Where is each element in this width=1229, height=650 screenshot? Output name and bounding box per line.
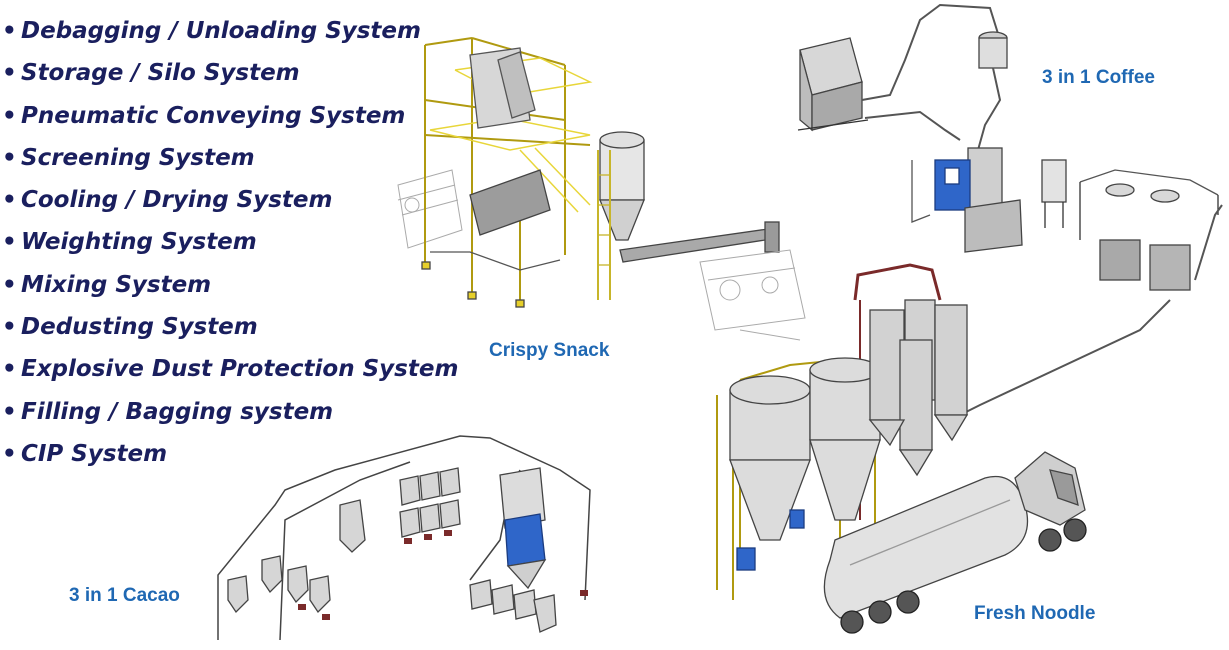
systems-list-item: •Pneumatic Conveying System xyxy=(0,99,458,141)
systems-list-label: Filling / Bagging system xyxy=(21,398,334,425)
cacao-illustration xyxy=(217,435,591,641)
systems-list-item: •CIP System xyxy=(0,437,458,479)
crispy-snack-illustration xyxy=(397,37,806,341)
systems-list-item: •Filling / Bagging system xyxy=(0,395,458,437)
systems-list-label: Weighting System xyxy=(21,229,257,256)
bullet-icon: • xyxy=(2,102,17,129)
caption-3-in-1-cacao: 3 in 1 Cacao xyxy=(69,585,180,606)
bullet-icon: • xyxy=(2,60,17,87)
systems-list: •Debagging / Unloading System •Storage /… xyxy=(0,14,458,479)
coffee-illustration xyxy=(797,3,1223,416)
bullet-icon: • xyxy=(2,187,17,214)
bullet-icon: • xyxy=(2,440,17,467)
systems-list-label: Pneumatic Conveying System xyxy=(21,102,406,129)
systems-list-item: •Debagging / Unloading System xyxy=(0,14,458,56)
systems-list-item: •Weighting System xyxy=(0,225,458,267)
systems-list-label: Debagging / Unloading System xyxy=(21,18,421,44)
bullet-icon: • xyxy=(2,398,17,425)
caption-crispy-snack: Crispy Snack xyxy=(489,340,610,361)
systems-list-label: Cooling / Drying System xyxy=(21,187,333,214)
bullet-icon: • xyxy=(2,18,17,44)
systems-list-item: •Mixing System xyxy=(0,268,458,310)
bullet-icon: • xyxy=(2,314,17,341)
systems-list-label: Storage / Silo System xyxy=(21,60,300,87)
fresh-noodle-illustration xyxy=(716,263,1087,634)
systems-list-item: •Dedusting System xyxy=(0,310,458,352)
systems-list-item: •Explosive Dust Protection System xyxy=(0,352,458,394)
systems-list-item: •Screening System xyxy=(0,141,458,183)
caption-fresh-noodle: Fresh Noodle xyxy=(974,603,1096,624)
systems-list-label: Mixing System xyxy=(21,271,212,298)
bullet-icon: • xyxy=(2,144,17,171)
bullet-icon: • xyxy=(2,229,17,256)
systems-list-label: Dedusting System xyxy=(21,314,258,341)
systems-list-item: •Cooling / Drying System xyxy=(0,183,458,225)
bullet-icon: • xyxy=(2,271,17,298)
systems-list-label: Explosive Dust Protection System xyxy=(21,356,459,383)
systems-list-item: •Storage / Silo System xyxy=(0,56,458,98)
bullet-icon: • xyxy=(2,356,17,383)
systems-list-label: CIP System xyxy=(21,440,168,467)
systems-list-label: Screening System xyxy=(21,144,255,171)
caption-3-in-1-coffee: 3 in 1 Coffee xyxy=(1042,67,1155,88)
